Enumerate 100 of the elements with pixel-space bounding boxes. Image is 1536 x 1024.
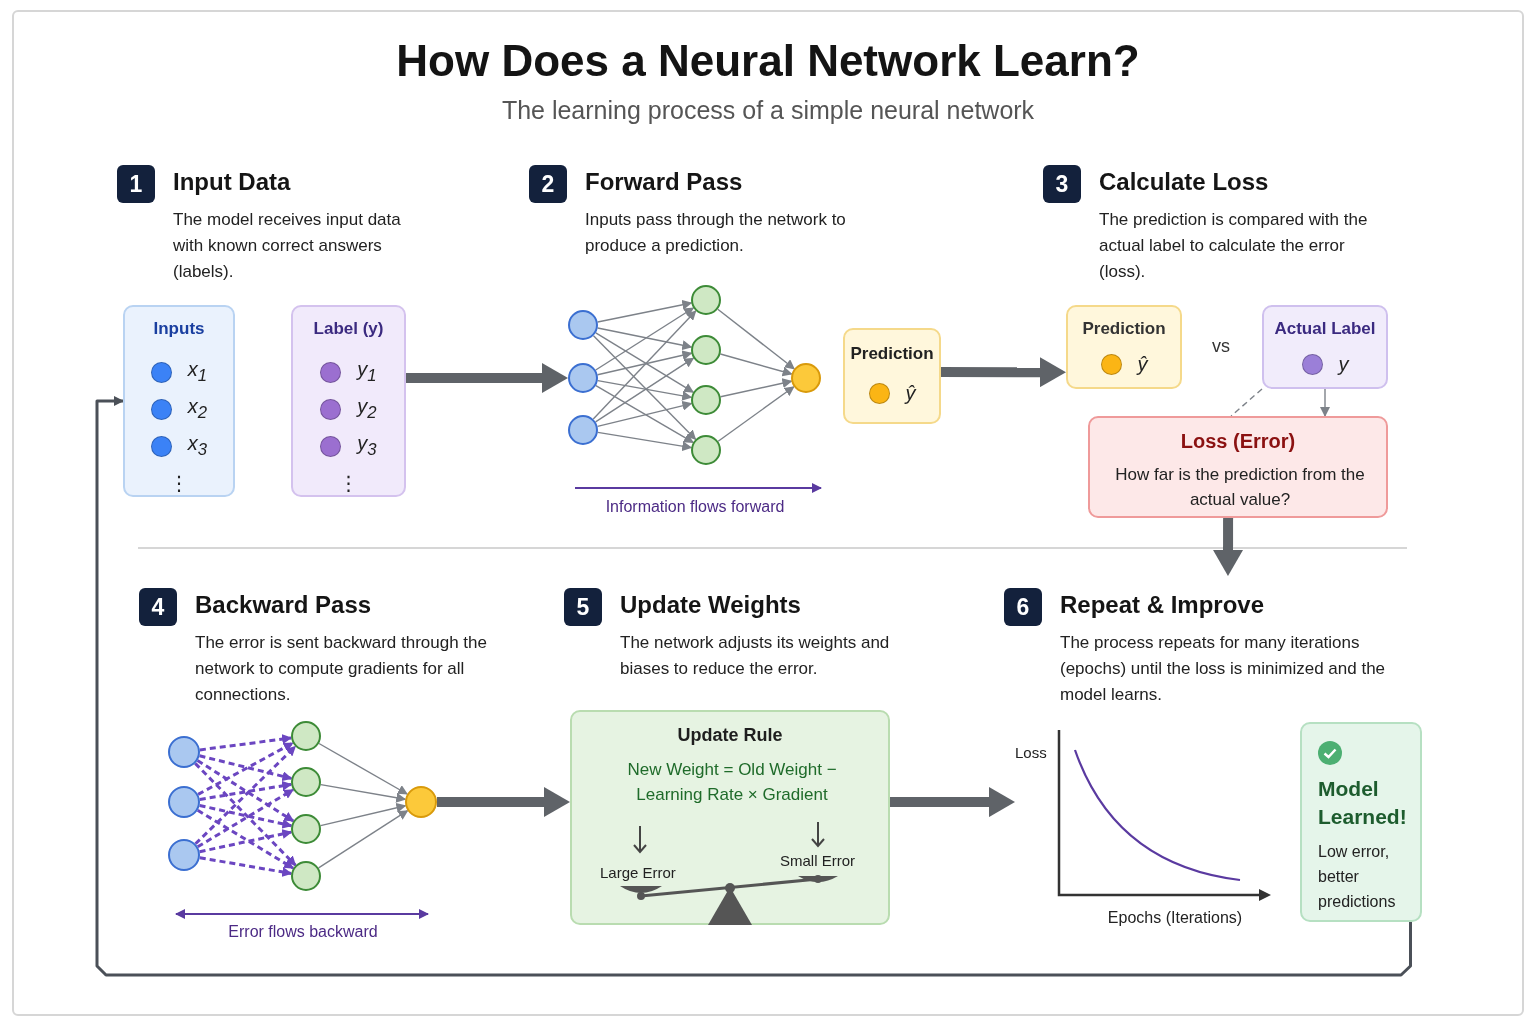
card-title: Prediction bbox=[849, 344, 935, 364]
step-title: Forward Pass bbox=[585, 168, 743, 196]
neuron-circle bbox=[691, 435, 721, 465]
step-description: Inputs pass through the network to produce a prediction. bbox=[585, 209, 847, 257]
arrow bbox=[719, 353, 793, 377]
arrow bbox=[1320, 388, 1330, 417]
neuron-circle bbox=[691, 285, 721, 315]
caption-text: Information flows forward bbox=[604, 498, 786, 516]
variable-label: ŷ bbox=[905, 381, 916, 406]
neuron-circle bbox=[291, 767, 321, 797]
neuron-circle bbox=[568, 363, 598, 393]
comparison-label: vs bbox=[1211, 336, 1231, 357]
arrow bbox=[592, 310, 697, 420]
arrow bbox=[199, 734, 293, 752]
arrow bbox=[196, 809, 295, 870]
step-number-badge: 2 bbox=[529, 165, 567, 203]
variable-label: x$_{3}$ bbox=[187, 430, 208, 461]
variable-label: y$_{1}$ bbox=[357, 356, 377, 387]
card-title: Inputs bbox=[152, 319, 206, 339]
step-number-badge: 5 bbox=[564, 588, 602, 626]
step-title: Update Weights bbox=[620, 591, 801, 619]
arrow bbox=[194, 745, 297, 845]
step-title: Calculate Loss bbox=[1099, 168, 1269, 196]
neuron-circle bbox=[291, 721, 321, 751]
step-title: Repeat & Improve bbox=[1060, 591, 1265, 619]
arrow bbox=[197, 741, 294, 796]
arrow bbox=[597, 327, 693, 351]
scale-label: Small Error bbox=[780, 852, 855, 869]
neuron-circle bbox=[291, 861, 321, 891]
step-number-badge: 3 bbox=[1043, 165, 1081, 203]
card-title: Label (y) bbox=[312, 319, 385, 339]
card-text: Low error, better predictions bbox=[1318, 842, 1397, 912]
arrow bbox=[594, 357, 695, 423]
update-rule-card bbox=[570, 710, 890, 925]
arrow bbox=[596, 350, 693, 376]
data-card bbox=[1066, 305, 1182, 389]
step-description: The error is sent backward through the network to compute gradients for all connections. bbox=[195, 632, 488, 706]
card-text: How far is the prediction from the actual value? bbox=[1114, 464, 1366, 511]
ellipsis-mark: ⋮ bbox=[338, 471, 359, 496]
data-card bbox=[291, 305, 406, 497]
data-card bbox=[843, 328, 941, 424]
neuron-circle bbox=[691, 385, 721, 415]
block-arrow bbox=[890, 787, 1015, 818]
arrow bbox=[95, 396, 1412, 977]
block-arrow bbox=[1213, 518, 1244, 576]
connector-line bbox=[1230, 388, 1263, 417]
card-title: Actual Label bbox=[1273, 319, 1377, 339]
arrow bbox=[596, 400, 693, 428]
step-description: The process repeats for many iterations (epochs) until the loss is minimized and the model learns. bbox=[1060, 632, 1387, 706]
caption-text: Error flows backward bbox=[227, 923, 379, 941]
result-card bbox=[1300, 722, 1422, 922]
step-title: Backward Pass bbox=[195, 591, 372, 619]
data-card bbox=[1262, 305, 1388, 389]
neuron-circle bbox=[168, 839, 200, 871]
neuron-circle bbox=[405, 786, 437, 818]
step-description: The model receives input data with known correct answers (labels). bbox=[173, 209, 402, 283]
axis-label: Epochs (Iterations) bbox=[1106, 909, 1244, 927]
variable-label: y$_{2}$ bbox=[357, 393, 377, 424]
neuron-circle bbox=[791, 363, 821, 393]
axis-label: Loss bbox=[1015, 744, 1047, 761]
card-title: Model Learned! bbox=[1318, 776, 1408, 830]
variable-label: ŷ bbox=[1137, 352, 1148, 377]
arrow bbox=[199, 780, 293, 801]
data-card bbox=[123, 305, 235, 497]
arrow bbox=[320, 783, 407, 803]
card-title: Loss (Error) bbox=[1179, 430, 1297, 453]
arrow bbox=[597, 379, 693, 401]
block-arrow bbox=[406, 363, 568, 393]
variable-label: y$_{3}$ bbox=[357, 430, 377, 461]
variable-label: x$_{1}$ bbox=[187, 356, 208, 387]
arrow bbox=[592, 335, 697, 440]
step-number-badge: 1 bbox=[117, 165, 155, 203]
arrow bbox=[597, 299, 693, 323]
page-title: How Does a Neural Network Learn? bbox=[395, 36, 1141, 86]
neuron-circle bbox=[568, 310, 598, 340]
step-number-badge: 4 bbox=[139, 588, 177, 626]
step-number-badge: 6 bbox=[1004, 588, 1042, 626]
ellipsis-mark: ⋮ bbox=[169, 471, 189, 496]
arrow bbox=[194, 762, 297, 867]
step-description: The network adjusts its weights and biases to reduce the error. bbox=[620, 632, 891, 680]
variable-label: x$_{2}$ bbox=[187, 393, 208, 424]
scale-label: Large Error bbox=[600, 864, 676, 881]
arrow bbox=[597, 431, 693, 452]
arrow bbox=[595, 384, 694, 444]
arrow bbox=[199, 856, 293, 877]
block-arrow bbox=[941, 357, 1066, 388]
formula-text: New Weight = Old Weight − Learning Rate × Gradient bbox=[626, 759, 838, 806]
arrow bbox=[318, 742, 408, 795]
arrow bbox=[719, 378, 793, 398]
arrow bbox=[199, 804, 293, 829]
arrow bbox=[717, 386, 795, 442]
neuron-circle bbox=[691, 335, 721, 365]
block-arrow bbox=[437, 787, 570, 817]
card-title: Prediction bbox=[1081, 319, 1167, 339]
neuron-circle bbox=[568, 415, 598, 445]
neuron-circle bbox=[168, 736, 200, 768]
arrow bbox=[595, 332, 695, 393]
loss-card bbox=[1088, 416, 1388, 518]
arrow bbox=[199, 829, 293, 854]
arrow bbox=[317, 810, 409, 869]
